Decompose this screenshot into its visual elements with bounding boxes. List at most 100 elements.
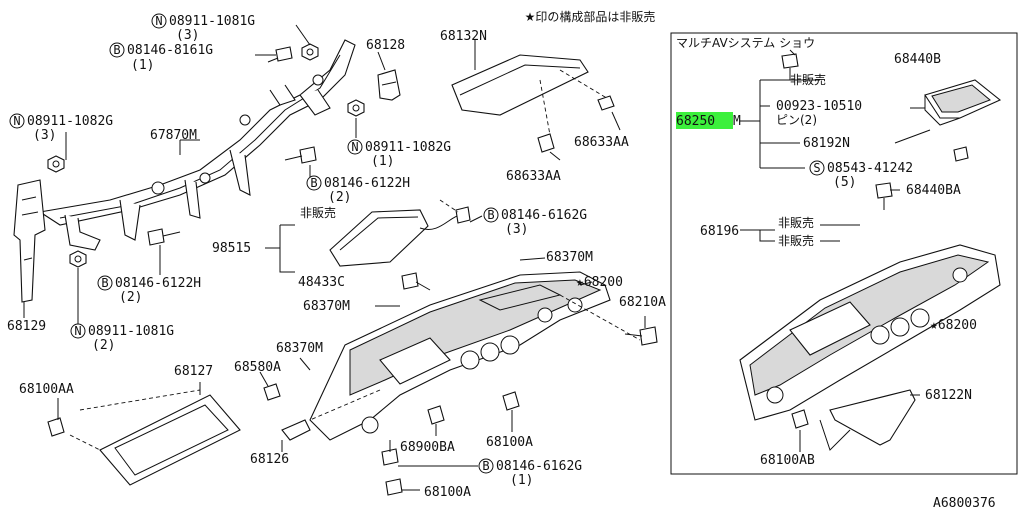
nut-08911-1081g-lower (69, 250, 87, 268)
label-68100ab: 68100AB (760, 453, 815, 468)
label-pin-2: ピン(2) (776, 113, 817, 127)
qty-2b: (2) (119, 290, 142, 305)
clip-68580a (263, 383, 281, 401)
label-hihanbai-a: 非販売 (300, 205, 336, 220)
part-labels: 08911-1081G (3) 08146-8161G (1) 68128 68… (7, 14, 996, 511)
bracket-68126 (281, 419, 311, 441)
header-note: ★印の構成部品は非販売 (525, 9, 656, 24)
steering-member-67870m (38, 39, 356, 251)
label-68196: 68196 (700, 224, 739, 239)
display-unit-68250 (924, 79, 1002, 126)
bolt-08146-6162g-upper (439, 199, 471, 224)
bolt-08146-8161g (267, 46, 293, 63)
label-68210a: 68210A (619, 295, 666, 310)
svg-text:B: B (482, 459, 489, 473)
cover-68132n (451, 54, 611, 136)
svg-text:B: B (310, 176, 317, 190)
instrument-panel-68200-left (309, 271, 641, 441)
label-00923-10510: 00923-10510 (776, 99, 862, 114)
label-68100aa: 68100AA (19, 382, 74, 397)
svg-text:S: S (813, 161, 820, 175)
label-hihanbai-b: 非販売 (790, 72, 826, 87)
qty-1a: (1) (131, 58, 154, 73)
label-68100a-a: 68100A (486, 435, 533, 450)
qty-1c: (1) (510, 473, 533, 488)
bolt-48433c (401, 272, 431, 291)
instrument-panel-68200-right (739, 244, 1001, 421)
part-68900ba (427, 405, 445, 425)
label-68440b: 68440B (894, 52, 941, 67)
label-68127: 68127 (174, 364, 213, 379)
bolt-68210a (624, 326, 658, 346)
svg-text:N: N (155, 14, 162, 28)
label-68580a: 68580A (234, 360, 281, 375)
highlight-68250 (676, 112, 733, 129)
clip-68440b (781, 53, 799, 80)
label-08146-6122h-a: 08146-6122H (324, 176, 410, 191)
label-68200-a: ★68200 (576, 275, 623, 290)
qty-2a: (2) (328, 190, 351, 205)
label-68129: 68129 (7, 319, 46, 334)
multi-av-system-box (670, 32, 1018, 475)
clip-68440ba (875, 182, 893, 210)
screw-08543-41242 (953, 146, 969, 162)
label-67870m: 67870M (150, 128, 197, 143)
label-68370m-c: 68370M (276, 341, 323, 356)
label-68370m-a: 68370M (546, 250, 593, 265)
clip-68633aa-lower (537, 133, 555, 153)
bolt-68100a-bottom (385, 478, 403, 496)
qty-2c: (2) (92, 338, 115, 353)
qty-3c: (3) (505, 222, 528, 237)
label-48433c: 48433C (298, 275, 345, 290)
bolt-08146-6122h-right (284, 146, 317, 164)
label-08911-1081g-a: 08911-1081G (169, 14, 255, 29)
label-68100a-b: 68100A (424, 485, 471, 500)
bracket-68122n (829, 389, 916, 446)
label-68132n: 68132N (440, 29, 487, 44)
label-08543-41242: 08543-41242 (827, 161, 913, 176)
qty-3b: (3) (33, 128, 56, 143)
label-68633aa-b: 68633AA (506, 169, 561, 184)
label-hihanbai-c: 非販売 (778, 215, 814, 230)
clip-68100ab (791, 409, 809, 429)
label-hihanbai-d: 非販売 (778, 233, 814, 248)
label-08911-1082g-a: 08911-1082G (27, 114, 113, 129)
svg-text:B: B (101, 276, 108, 290)
svg-text:N: N (74, 324, 81, 338)
label-68122n: 68122N (925, 388, 972, 403)
bolt-08146-6162g-lower (381, 440, 399, 466)
label-68200-b: ★68200 (930, 318, 977, 333)
bracket-68129 (13, 179, 46, 303)
label-68250-suffix: M (733, 114, 741, 129)
svg-text:B: B (487, 208, 494, 222)
svg-text:N: N (13, 114, 20, 128)
box-title: マルチAVシステム ショウ (676, 36, 815, 50)
label-68128: 68128 (366, 38, 405, 53)
bolt-08146-6122h-left (147, 228, 181, 246)
label-08146-8161g: 08146-8161G (127, 43, 213, 58)
label-68370m-b: 68370M (303, 299, 350, 314)
lower-cover-68127 (69, 389, 241, 486)
qty-5: (5) (833, 175, 856, 190)
svg-text:N: N (351, 140, 358, 154)
bracket-68128 (377, 69, 401, 101)
label-68440ba: 68440BA (906, 183, 961, 198)
nut-08911-1081g-top (301, 43, 319, 61)
label-68192n: 68192N (803, 136, 850, 151)
figure-id: A6800376 (933, 496, 996, 511)
label-08911-1081g-b: 08911-1081G (88, 324, 174, 339)
code-circles: N B N N B B B N B S (9, 13, 825, 474)
label-68633aa-a: 68633AA (574, 135, 629, 150)
label-68900ba: 68900BA (400, 440, 455, 455)
label-68250: 68250 (676, 114, 715, 129)
label-08911-1082g-b: 08911-1082G (365, 140, 451, 155)
label-08146-6162g-a: 08146-6162G (501, 208, 587, 223)
label-68126: 68126 (250, 452, 289, 467)
nut-08911-1082g-center (347, 99, 365, 117)
airbag-module-98515 (329, 209, 463, 267)
clip-68100aa (47, 417, 65, 437)
label-08146-6122h-b: 08146-6122H (115, 276, 201, 291)
label-98515: 98515 (212, 241, 251, 256)
